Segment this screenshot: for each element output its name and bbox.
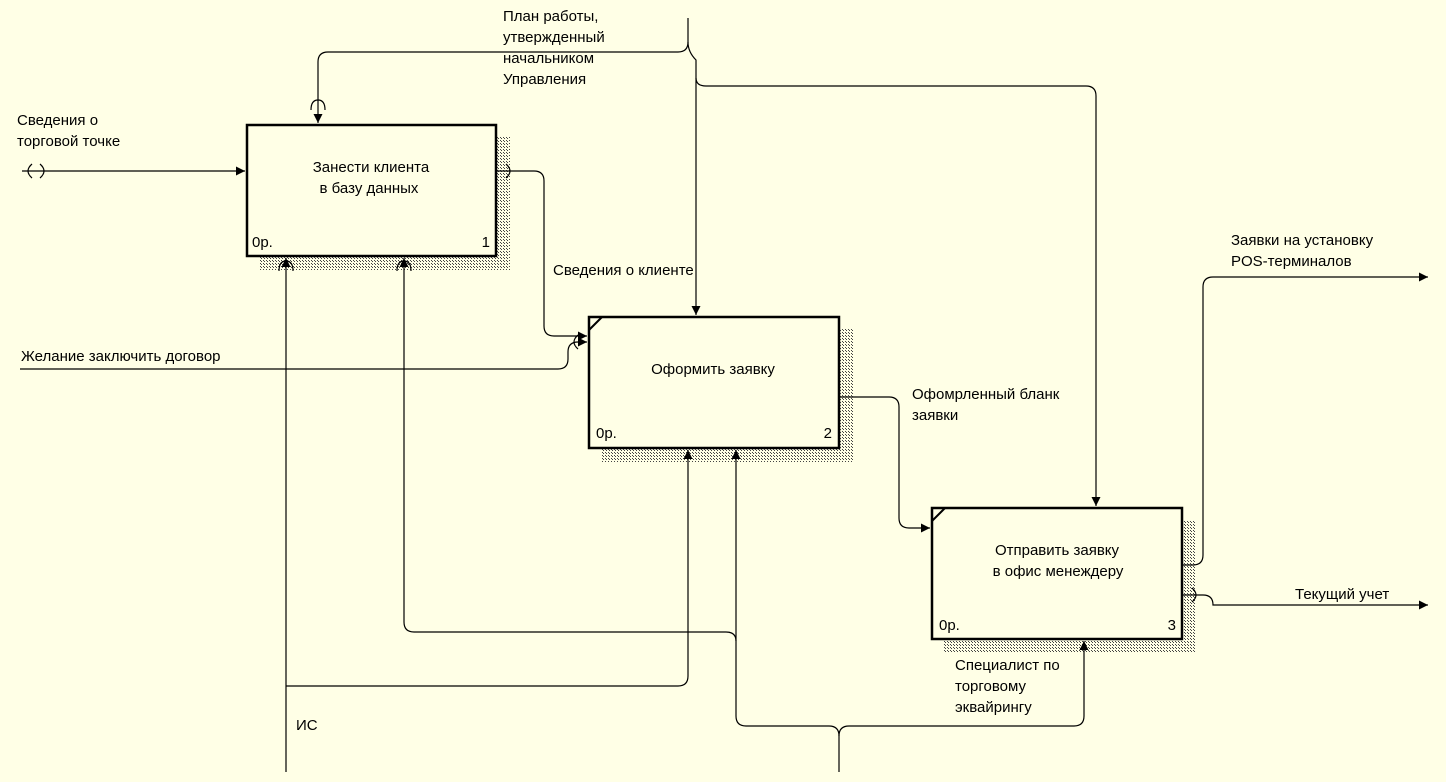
- label-pos-requests: Заявки на установку POS-терминалов: [1231, 232, 1374, 270]
- label-filled-form: Офомрленный бланк заявки: [912, 386, 1060, 424]
- box-1-line-1: Занести клиента: [313, 159, 430, 176]
- arrow-wish-contract-input[interactable]: [20, 334, 587, 370]
- box-2-corner-tick: [588, 316, 603, 331]
- label-client-info: Сведения о клиенте: [553, 262, 694, 279]
- arrow-specialist-mechanism[interactable]: [396, 258, 1089, 772]
- box-2-number: 2: [824, 425, 832, 442]
- box-1[interactable]: Занести клиента в базу данных 0р. 1: [245, 123, 498, 258]
- box-2-cost: 0р.: [596, 425, 617, 442]
- box-3-corner-tick: [931, 507, 946, 522]
- arrow-plan-control[interactable]: [310, 18, 1101, 506]
- label-plan: План работы, утвержденный начальником Уп…: [503, 8, 605, 88]
- box-2[interactable]: Оформить заявку 0р. 2: [587, 315, 841, 450]
- arrow-outlet-info-input[interactable]: [22, 163, 245, 179]
- label-outlet-info: Сведения о торговой точке: [17, 112, 121, 150]
- box-3-line-2: в офис менеждеру: [993, 563, 1124, 580]
- box-3-cost: 0р.: [939, 617, 960, 634]
- arrow-is-mechanism[interactable]: [278, 258, 693, 772]
- box-1-number: 1: [482, 234, 490, 251]
- box-2-line-1: Оформить заявку: [651, 361, 775, 378]
- box-1-line-2: в базу данных: [320, 180, 419, 197]
- box-1-cost: 0р.: [252, 234, 273, 251]
- box-3[interactable]: Отправить заявку в офис менеждеру 0р. 3: [930, 506, 1184, 641]
- arrow-pos-requests-output[interactable]: [1182, 272, 1428, 566]
- label-specialist: Специалист по торговому эквайрингу: [955, 657, 1060, 716]
- label-wish-contract: Желание заключить договор: [21, 348, 221, 365]
- box-3-line-1: Отправить заявку: [995, 542, 1120, 559]
- arrow-client-info[interactable]: [496, 163, 587, 341]
- label-is: ИС: [296, 717, 318, 734]
- label-current-account: Текущий учет: [1295, 586, 1390, 603]
- arrow-filled-form[interactable]: [839, 396, 930, 533]
- box-3-number: 3: [1168, 617, 1176, 634]
- arrow-current-account-output[interactable]: [1182, 587, 1428, 610]
